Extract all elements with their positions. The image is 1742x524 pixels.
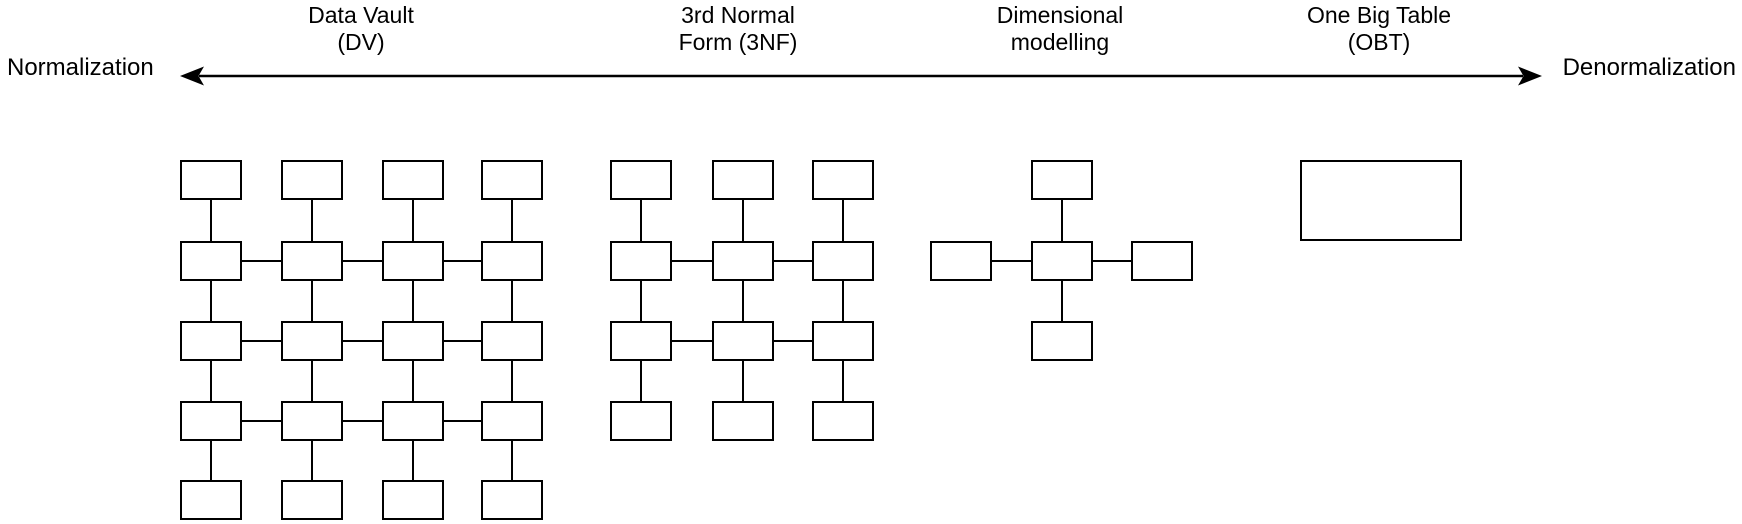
connector-line <box>311 200 313 241</box>
connector-line <box>444 260 481 262</box>
connector-line <box>640 361 642 401</box>
connector-line <box>412 281 414 321</box>
connector-line <box>412 441 414 480</box>
third-normal-form-table-box <box>812 160 874 200</box>
data-vault-table-box <box>180 160 242 200</box>
approach-label-one-big-table: One Big Table (OBT) <box>1307 2 1451 56</box>
data-vault-table-box <box>382 160 444 200</box>
connector-line <box>412 361 414 401</box>
data-vault-table-box <box>481 480 543 520</box>
connector-line <box>511 441 513 480</box>
connector-line <box>511 361 513 401</box>
connector-line <box>742 200 744 241</box>
approach-label-third-normal-form: 3rd Normal Form (3NF) <box>679 2 798 56</box>
data-vault-table-box <box>382 321 444 361</box>
connector-line <box>842 200 844 241</box>
data-vault-table-box <box>481 241 543 281</box>
connector-line <box>343 420 382 422</box>
approach-label-line2: (OBT) <box>1347 29 1411 55</box>
third-normal-form-table-box <box>812 401 874 441</box>
connector-line <box>311 441 313 480</box>
approach-label-dimensional-modelling: Dimensional modelling <box>997 2 1124 56</box>
data-vault-table-box <box>281 480 343 520</box>
data-vault-table-box <box>382 480 444 520</box>
axis-label-normalization: Normalization <box>7 54 154 81</box>
dimensional-modelling-dimension-box <box>1031 160 1093 200</box>
data-vault-table-box <box>281 160 343 200</box>
approach-label-line1: Data Vault <box>308 2 414 28</box>
approach-label-line2: (DV) <box>337 29 385 55</box>
connector-line <box>742 361 744 401</box>
connector-line <box>210 441 212 480</box>
data-vault-table-box <box>180 241 242 281</box>
approach-label-line1: One Big Table <box>1306 2 1452 28</box>
connector-line <box>1061 281 1063 321</box>
data-vault-table-box <box>180 321 242 361</box>
data-vault-table-box <box>281 241 343 281</box>
connector-line <box>242 420 281 422</box>
data-vault-table-box <box>281 321 343 361</box>
one-big-table-box <box>1300 160 1462 241</box>
connector-line <box>511 281 513 321</box>
data-vault-table-box <box>382 241 444 281</box>
third-normal-form-table-box <box>610 160 672 200</box>
dimensional-modelling-dimension-box <box>1131 241 1193 281</box>
connector-line <box>992 260 1031 262</box>
data-vault-table-box <box>281 401 343 441</box>
data-vault-table-box <box>481 321 543 361</box>
connector-line <box>242 340 281 342</box>
connector-line <box>774 260 812 262</box>
connector-line <box>242 260 281 262</box>
axis-label-denormalization: Denormalization <box>1562 54 1736 81</box>
third-normal-form-table-box <box>610 241 672 281</box>
connector-line <box>842 361 844 401</box>
approach-label-line2: modelling <box>1010 29 1110 55</box>
connector-line <box>640 281 642 321</box>
approach-label-line1: Dimensional <box>996 2 1124 28</box>
connector-line <box>672 260 712 262</box>
third-normal-form-table-box <box>712 160 774 200</box>
connector-line <box>774 340 812 342</box>
third-normal-form-table-box <box>610 401 672 441</box>
connector-line <box>742 281 744 321</box>
connector-line <box>412 200 414 241</box>
third-normal-form-table-box <box>712 241 774 281</box>
connector-line <box>842 281 844 321</box>
third-normal-form-table-box <box>712 321 774 361</box>
approach-label-line2: Form (3NF) <box>678 29 798 55</box>
dimensional-modelling-dimension-box <box>1031 321 1093 361</box>
connector-line <box>511 200 513 241</box>
approach-label-data-vault: Data Vault (DV) <box>308 2 414 56</box>
connector-line <box>210 281 212 321</box>
third-normal-form-table-box <box>812 241 874 281</box>
data-vault-table-box <box>481 401 543 441</box>
connector-line <box>311 361 313 401</box>
connector-line <box>343 260 382 262</box>
third-normal-form-table-box <box>712 401 774 441</box>
data-vault-table-box <box>180 480 242 520</box>
connector-line <box>311 281 313 321</box>
connector-line <box>210 200 212 241</box>
connector-line <box>672 340 712 342</box>
dimensional-modelling-dimension-box <box>930 241 992 281</box>
connector-line <box>1061 200 1063 241</box>
third-normal-form-table-box <box>812 321 874 361</box>
connector-line <box>444 420 481 422</box>
connector-line <box>444 340 481 342</box>
approach-label-line1: 3rd Normal <box>681 2 795 28</box>
connector-line <box>210 361 212 401</box>
connector-line <box>343 340 382 342</box>
dimensional-modelling-fact-box <box>1031 241 1093 281</box>
data-vault-table-box <box>180 401 242 441</box>
connector-line <box>640 200 642 241</box>
data-vault-table-box <box>382 401 444 441</box>
connector-line <box>1093 260 1131 262</box>
third-normal-form-table-box <box>610 321 672 361</box>
data-vault-table-box <box>481 160 543 200</box>
